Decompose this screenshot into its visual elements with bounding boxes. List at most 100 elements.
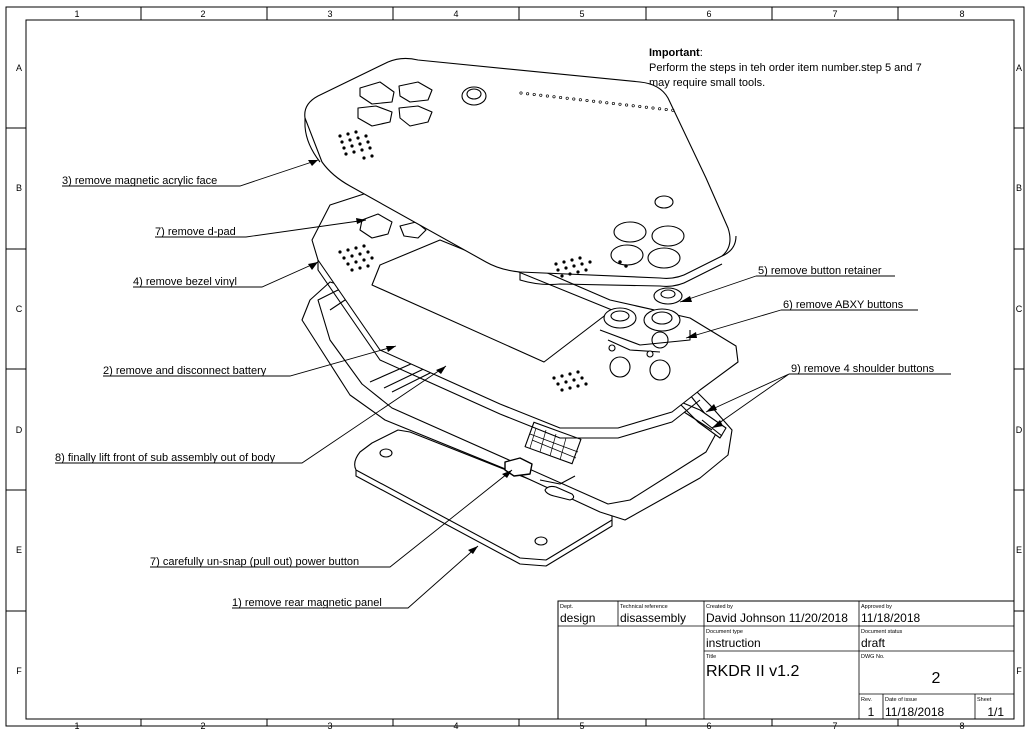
created-by-value: David Johnson 11/20/2018 — [706, 611, 848, 625]
leader-1 — [232, 545, 479, 609]
title-label: Title — [706, 654, 716, 660]
doc-status-value: draft — [861, 636, 886, 650]
note-heading: Important: — [649, 47, 703, 59]
zone-row-left-E: E — [16, 545, 22, 555]
leader-7-power — [150, 469, 513, 568]
zone-col-top-7: 7 — [832, 9, 837, 19]
callout-unsnap-power-button: 7) carefully un-snap (pull out) power bu… — [150, 556, 359, 568]
zone-col-bottom-6: 6 — [706, 721, 711, 731]
rev-value: 1 — [868, 705, 875, 719]
face-hole — [572, 97, 576, 101]
zone-row-left-D: D — [16, 425, 23, 435]
zone-col-bottom-8: 8 — [959, 721, 964, 731]
face-hole — [631, 104, 635, 108]
face-hole — [578, 98, 582, 102]
face-hole — [565, 96, 569, 100]
date-of-issue-value: 11/18/2018 — [885, 705, 944, 719]
doc-status-label: Document status — [861, 629, 903, 635]
callout-remove-abxy-buttons: 6) remove ABXY buttons — [783, 299, 904, 311]
zone-row-left-B: B — [16, 183, 22, 193]
zone-row-left-F: F — [16, 666, 22, 676]
face-hole — [526, 92, 530, 96]
face-hole — [545, 94, 549, 98]
dept-label: Dept. — [560, 604, 574, 610]
zone-col-top-3: 3 — [327, 9, 332, 19]
sheet-value: 1/1 — [987, 705, 1004, 719]
techref-label: Technical reference — [620, 604, 668, 610]
doc-type-label: Document type — [706, 629, 743, 635]
zone-row-left-C: C — [16, 304, 23, 314]
approved-by-value: 11/18/2018 — [861, 611, 920, 625]
dwg-no-label: DWG No. — [861, 654, 885, 660]
leader-lines — [55, 159, 951, 609]
bezel-plate — [311, 191, 739, 439]
zone-row-right-E: E — [1016, 545, 1022, 555]
note-line-1: Perform the steps in teh order item numb… — [649, 62, 922, 74]
rev-label: Rev. — [861, 697, 872, 703]
face-hole — [658, 107, 662, 111]
zone-col-top-6: 6 — [706, 9, 711, 19]
callout-lift-sub-assembly: 8) finally lift front of sub assembly ou… — [55, 452, 276, 464]
face-hole — [611, 101, 615, 106]
important-note: Important: Perform the steps in teh orde… — [649, 47, 922, 89]
face-hole — [664, 107, 668, 112]
title-block: Dept. design Technical reference disasse… — [557, 600, 1015, 720]
face-hole — [559, 95, 563, 100]
callout-remove-acrylic-face: 3) remove magnetic acrylic face — [62, 175, 217, 187]
zone-col-bottom-2: 2 — [200, 721, 205, 731]
leader-9 — [705, 373, 951, 429]
callout-remove-dpad: 7) remove d-pad — [155, 226, 236, 238]
outer-border — [5, 6, 1025, 727]
leader-2 — [103, 345, 397, 377]
zone-row-right-D: D — [1016, 425, 1023, 435]
zone-col-labels: 1 2 3 4 5 6 7 8 1 2 3 4 5 6 7 8 — [74, 9, 964, 731]
approved-by-label: Approved by — [861, 604, 892, 610]
drawing-title: RKDR II v1.2 — [706, 663, 799, 680]
created-by-label: Created by — [706, 604, 733, 610]
zone-col-bottom-4: 4 — [453, 721, 458, 731]
leader-7-dpad — [155, 219, 367, 238]
zone-col-top-4: 4 — [453, 9, 458, 19]
zone-col-bottom-7: 7 — [832, 721, 837, 731]
zone-row-right-A: A — [1016, 63, 1022, 73]
face-hole — [592, 99, 596, 103]
face-hole — [651, 106, 655, 110]
face-hole — [618, 102, 622, 106]
callout-remove-rear-panel: 1) remove rear magnetic panel — [232, 597, 382, 609]
leader-8 — [55, 365, 447, 464]
zone-col-top-8: 8 — [959, 9, 964, 19]
leader-5 — [679, 275, 895, 303]
face-hole — [671, 108, 675, 112]
zone-col-top-1: 1 — [74, 9, 79, 19]
callout-remove-bezel-vinyl: 4) remove bezel vinyl — [133, 276, 237, 288]
zone-row-right-B: B — [1016, 183, 1022, 193]
dept-value: design — [560, 611, 595, 625]
zone-row-right-F: F — [1016, 666, 1022, 676]
acrylic-face — [304, 57, 737, 287]
note-line-2: may require small tools. — [649, 77, 765, 89]
zone-col-top-2: 2 — [200, 9, 205, 19]
face-hole — [638, 104, 642, 109]
doc-type-value: instruction — [706, 636, 761, 650]
callout-remove-shoulder-buttons: 9) remove 4 shoulder buttons — [791, 363, 935, 375]
leader-6 — [685, 309, 918, 339]
zone-ticks — [6, 7, 1024, 726]
zone-row-labels: A B C D E F A B C D E F — [16, 63, 1023, 676]
arrow-heads — [308, 160, 723, 554]
face-hole — [552, 95, 556, 99]
callout-remove-battery: 2) remove and disconnect battery — [103, 365, 267, 377]
zone-row-left-A: A — [16, 63, 22, 73]
leader-3 — [62, 159, 319, 187]
face-hole — [532, 92, 536, 97]
face-hole — [625, 103, 629, 107]
techref-value: disassembly — [620, 611, 686, 625]
callout-labels: 3) remove magnetic acrylic face 7) remov… — [55, 175, 935, 609]
face-hole — [644, 105, 648, 109]
exploded-assembly — [301, 57, 739, 567]
date-of-issue-label: Date of issue — [885, 697, 917, 703]
face-hole — [585, 98, 589, 103]
zone-col-top-5: 5 — [579, 9, 584, 19]
face-hole — [605, 101, 609, 105]
zone-col-bottom-3: 3 — [327, 721, 332, 731]
